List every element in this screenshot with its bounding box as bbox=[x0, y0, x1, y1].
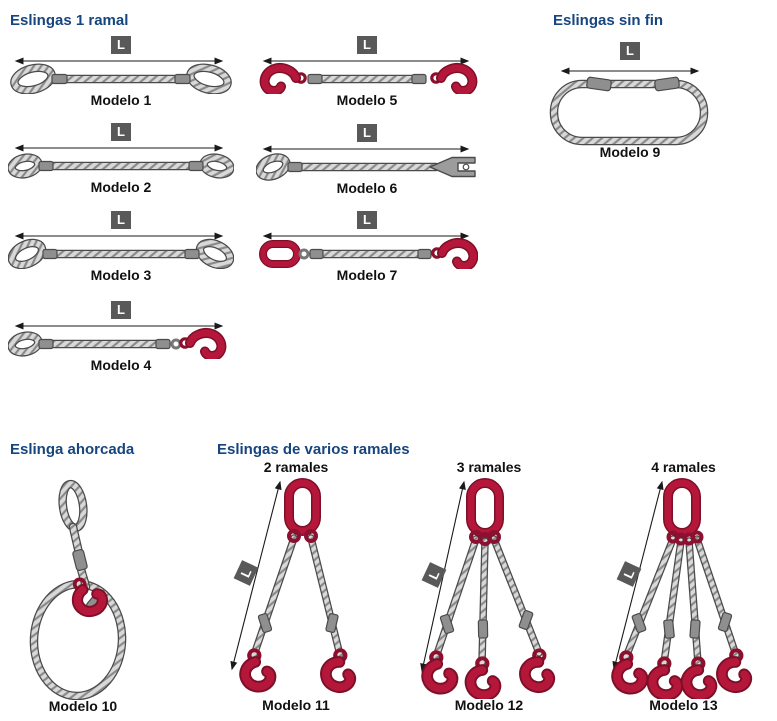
modelo-6-name: Modelo 6 bbox=[336, 180, 398, 196]
modelo-11-figure: 2 ramales L Modelo 11 bbox=[222, 459, 370, 713]
ramales-4-label: 4 ramales bbox=[651, 459, 716, 475]
modelo-13-name: Modelo 13 bbox=[649, 697, 718, 713]
modelo-6-drawing bbox=[256, 145, 476, 181]
modelo-9-name: Modelo 9 bbox=[599, 144, 661, 160]
length-label-box: L bbox=[111, 36, 131, 54]
modelo-2-figure: L Modelo 2 bbox=[8, 123, 234, 195]
modelo-6-figure: L Modelo 6 bbox=[255, 124, 479, 196]
length-label-box: L bbox=[233, 560, 259, 586]
modelo-11-drawing: L bbox=[230, 478, 370, 699]
clevis-icon bbox=[429, 156, 476, 178]
length-label-box: L bbox=[111, 211, 131, 229]
hook-icon bbox=[181, 333, 222, 356]
modelo-5-drawing bbox=[256, 57, 478, 94]
modelo-9-figure: L Modelo 9 bbox=[548, 42, 712, 160]
length-label-box: L bbox=[421, 562, 447, 588]
modelo-12-figure: 3 ramales L Modelo 12 bbox=[414, 459, 564, 713]
modelo-10-figure: Modelo 10 bbox=[28, 474, 138, 714]
modelo-12-name: Modelo 12 bbox=[454, 697, 524, 713]
length-label-box: L bbox=[111, 301, 131, 319]
modelo-10-name: Modelo 10 bbox=[48, 698, 118, 714]
length-label-box: L bbox=[357, 124, 377, 142]
ramales-2-label: 2 ramales bbox=[263, 459, 329, 475]
length-label-box: L bbox=[357, 211, 377, 229]
modelo-11-name: Modelo 11 bbox=[262, 697, 330, 713]
section-title-single-leg: Eslingas 1 ramal bbox=[10, 12, 129, 29]
modelo-4-name: Modelo 4 bbox=[90, 357, 152, 373]
modelo-9-drawing bbox=[549, 67, 709, 146]
modelo-10-drawing bbox=[29, 479, 127, 700]
modelo-5-figure: L Modelo 5 bbox=[255, 36, 479, 108]
modelo-13-drawing: L bbox=[606, 478, 761, 699]
length-label-box: L bbox=[620, 42, 640, 60]
length-label-box: L bbox=[357, 36, 377, 54]
modelo-3-drawing bbox=[8, 232, 234, 269]
modelo-4-drawing bbox=[8, 322, 234, 359]
section-title-endless: Eslingas sin fin bbox=[553, 12, 664, 29]
modelo-7-figure: L Modelo 7 bbox=[255, 211, 479, 283]
hook-icon bbox=[433, 243, 474, 266]
modelo-3-figure: L Modelo 3 bbox=[8, 211, 234, 283]
modelo-3-name: Modelo 3 bbox=[90, 267, 152, 283]
modelo-1-name: Modelo 1 bbox=[90, 92, 152, 108]
hook-icon bbox=[265, 68, 306, 91]
section-title-choker: Eslinga ahorcada bbox=[10, 441, 135, 458]
modelo-1-drawing bbox=[10, 57, 232, 94]
modelo-5-name: Modelo 5 bbox=[336, 92, 398, 108]
modelo-7-name: Modelo 7 bbox=[336, 267, 398, 283]
hook-icon bbox=[432, 68, 473, 91]
modelo-7-drawing bbox=[259, 232, 478, 269]
modelo-4-figure: L Modelo 4 bbox=[8, 301, 234, 373]
section-title-multi-leg: Eslingas de varios ramales bbox=[217, 441, 410, 458]
length-label-box: L bbox=[111, 123, 131, 141]
length-label-box: L bbox=[616, 561, 642, 587]
ramales-3-label: 3 ramales bbox=[456, 459, 522, 475]
modelo-13-figure: 4 ramales L Modelo 13 bbox=[606, 459, 761, 713]
modelo-1-figure: L Modelo 1 bbox=[8, 36, 234, 108]
modelo-12-drawing: L bbox=[414, 478, 564, 699]
modelo-2-name: Modelo 2 bbox=[90, 179, 152, 195]
modelo-2-drawing bbox=[8, 144, 234, 179]
